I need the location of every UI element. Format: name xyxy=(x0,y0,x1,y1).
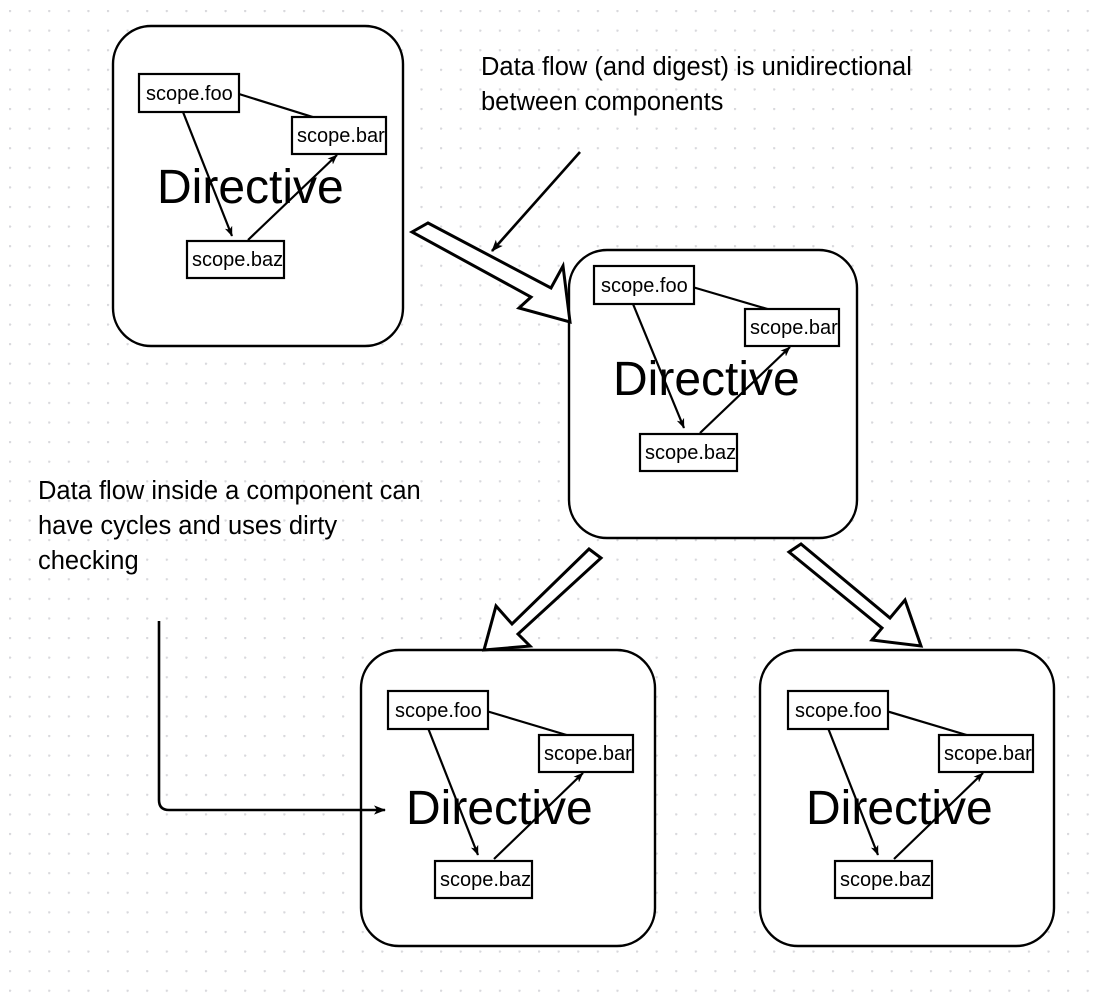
component-title: Directive xyxy=(613,353,800,406)
scope-box[interactable] xyxy=(786,689,890,731)
scope-node-baz[interactable]: scope.baz xyxy=(433,859,534,900)
scope-node-foo[interactable]: scope.foo xyxy=(386,689,490,731)
scope-box[interactable] xyxy=(433,859,534,900)
component-title: Directive xyxy=(806,782,993,835)
annotation-line: have cycles and uses dirty xyxy=(38,512,338,540)
scope-label: scope.foo xyxy=(146,83,233,105)
component-title: Directive xyxy=(157,161,344,214)
scope-box[interactable] xyxy=(833,859,934,900)
scope-label: scope.baz xyxy=(440,869,531,891)
scope-node-foo[interactable]: scope.foo xyxy=(786,689,890,731)
scope-node-bar[interactable]: scope.bar xyxy=(937,733,1035,774)
annotation-line: checking xyxy=(38,547,139,575)
edge-baz-to-bar xyxy=(493,772,584,860)
scope-box[interactable] xyxy=(137,72,241,114)
annotation-line: between components xyxy=(481,88,724,116)
component-directive-3[interactable]: Directive scope.foo scope.bar scope.baz xyxy=(359,648,657,948)
scope-label: scope.baz xyxy=(645,442,736,464)
scope-box[interactable] xyxy=(185,239,286,280)
scope-label: scope.baz xyxy=(192,249,283,271)
scope-box[interactable] xyxy=(386,689,490,731)
block-arrow-shape[interactable] xyxy=(786,542,924,648)
scope-label: scope.bar xyxy=(750,317,838,339)
edge-baz-to-bar xyxy=(699,346,791,434)
scope-label: scope.bar xyxy=(544,743,632,765)
scope-node-bar[interactable]: scope.bar xyxy=(743,307,841,348)
edge-foo-to-baz xyxy=(181,111,234,237)
component-directive-4[interactable]: Directive scope.foo scope.bar scope.baz xyxy=(758,648,1056,948)
edge-foo-to-baz xyxy=(426,727,480,856)
flow-arrow-1-to-2[interactable] xyxy=(408,221,572,325)
annotation-line: Data flow inside a component can xyxy=(38,477,421,505)
scope-box[interactable] xyxy=(743,307,841,348)
scope-label: scope.baz xyxy=(840,869,931,891)
edge-foo-to-baz xyxy=(631,303,686,429)
scope-node-baz[interactable]: scope.baz xyxy=(638,432,739,473)
scope-label: scope.bar xyxy=(944,743,1032,765)
scope-box[interactable] xyxy=(290,115,388,156)
scope-label: scope.foo xyxy=(795,700,882,722)
flow-arrow-2-to-4[interactable] xyxy=(786,542,924,648)
edge-baz-to-bar xyxy=(247,154,338,241)
annotation-cycles: Data flow inside a component can have cy… xyxy=(38,474,558,579)
scope-label: scope.foo xyxy=(395,700,482,722)
scope-label: scope.foo xyxy=(601,275,688,297)
component-directive-2[interactable]: Directive scope.foo scope.bar scope.baz xyxy=(567,248,859,540)
block-arrow-shape[interactable] xyxy=(408,221,572,325)
scope-node-bar[interactable]: scope.bar xyxy=(290,115,388,156)
flow-arrow-2-to-3[interactable] xyxy=(481,547,604,652)
scope-node-foo[interactable]: scope.foo xyxy=(592,264,696,306)
scope-box[interactable] xyxy=(592,264,696,306)
scope-node-baz[interactable]: scope.baz xyxy=(185,239,286,280)
component-directive-1[interactable]: Directive scope.foo scope.bar scope.baz xyxy=(111,24,405,348)
scope-node-foo[interactable]: scope.foo xyxy=(137,72,241,114)
edge-foo-to-baz xyxy=(826,727,880,856)
scope-node-bar[interactable]: scope.bar xyxy=(537,733,635,774)
annotation-line: Data flow (and digest) is unidirectional xyxy=(481,53,912,81)
annotation-unidirectional: Data flow (and digest) is unidirectional… xyxy=(481,50,1061,120)
scope-node-baz[interactable]: scope.baz xyxy=(833,859,934,900)
scope-label: scope.bar xyxy=(297,125,385,147)
scope-box[interactable] xyxy=(638,432,739,473)
edge-baz-to-bar xyxy=(893,772,984,860)
component-title: Directive xyxy=(406,782,593,835)
scope-box[interactable] xyxy=(537,733,635,774)
scope-box[interactable] xyxy=(937,733,1035,774)
block-arrow-shape[interactable] xyxy=(481,547,604,652)
callout-pointer-cycles xyxy=(157,621,386,815)
callout-pointer-unidirectional xyxy=(491,151,581,252)
